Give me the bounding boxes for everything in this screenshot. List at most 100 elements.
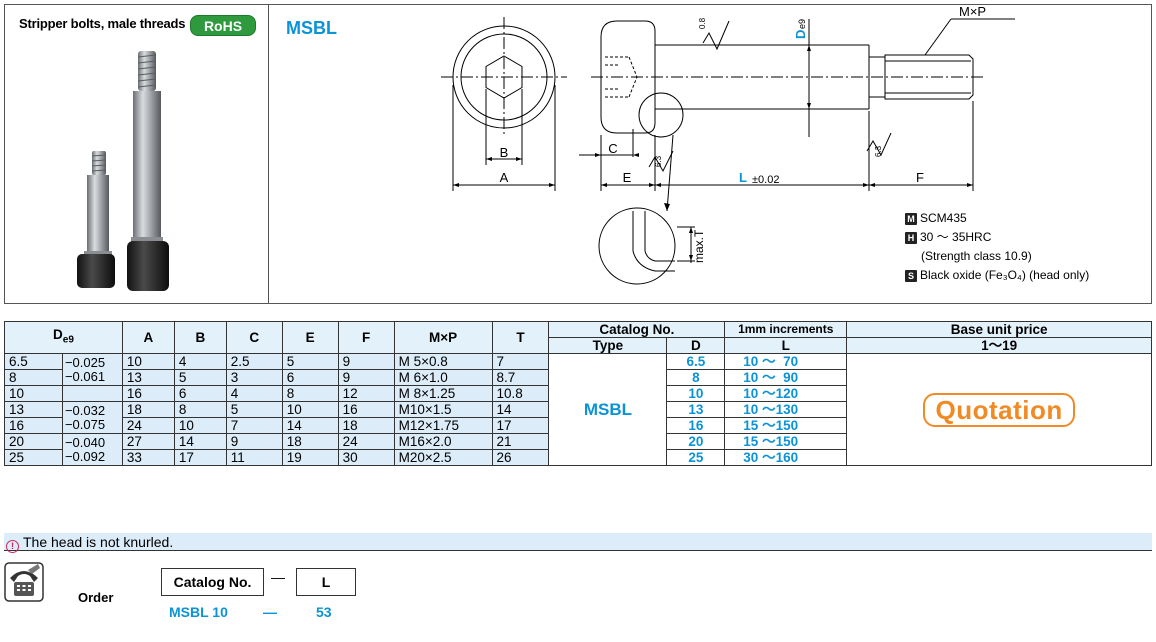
table-row: 13 −0.032−0.075 18 8 5 10 16 M10×1.5 14 … (4, 401, 1152, 434)
cell-d: 25 (4, 449, 63, 466)
dim-label-c: C (608, 141, 617, 156)
cell-mxp: M12×1.75 (393, 417, 493, 434)
cell-d-code: 8 (666, 369, 726, 386)
cell-e: 8 (281, 385, 339, 402)
header-mxp: M×P (393, 321, 493, 354)
material-specs: M SCM435 H 30 ～ 35HRC (Strength class 10… (905, 209, 1089, 285)
cell-b: 5 (173, 369, 227, 386)
cell-d: 8 (4, 369, 63, 386)
cell-t: 14 (491, 401, 550, 418)
cell-d: 13 (4, 401, 63, 418)
cell-price: Quotation (846, 353, 1152, 466)
order-example-catalog: MSBL 10 (169, 604, 228, 620)
cell-c: 3 (225, 369, 283, 386)
header-t: T (491, 321, 550, 354)
material-icon: M (905, 212, 917, 225)
cell-b: 10 (173, 417, 227, 434)
caution-icon: ! (6, 540, 19, 553)
model-code: MSBL (286, 18, 337, 38)
cell-mxp: M16×2.0 (393, 433, 493, 450)
cell-l-range: 15 ～150 (724, 417, 848, 434)
cell-b: 17 (173, 449, 227, 466)
cell-mxp: M 6×1.0 (393, 369, 493, 386)
spec-hardness: H 30 ～ 35HRC (905, 228, 1089, 247)
cell-d: 6.5 (4, 353, 63, 370)
header-catalog-no: Catalog No. (548, 321, 726, 338)
order-catalog-box: Catalog No. (161, 568, 264, 596)
header-d: De9 (4, 321, 123, 354)
product-photo (77, 51, 169, 291)
header-d-sub: D (666, 337, 726, 354)
cell-a: 18 (121, 401, 175, 418)
dim-label-maxt: max.T (692, 229, 706, 263)
header-a: A (121, 321, 175, 354)
cell-a: 33 (121, 449, 175, 466)
cell-d-code: 13 (666, 401, 726, 418)
header-type: Type (548, 337, 668, 354)
cell-c: 11 (225, 449, 283, 466)
cell-t: 7 (491, 353, 550, 370)
cell-e: 5 (281, 353, 339, 370)
header-price: Base unit price (846, 321, 1152, 338)
spec-hardness-text: 30 ～ 35HRC (920, 230, 992, 244)
cell-b: 4 (173, 353, 227, 370)
spec-strength: (Strength class 10.9) (921, 249, 1032, 263)
note-text: The head is not knurled. (23, 534, 174, 550)
phone-order-icon (4, 562, 44, 602)
header-qty: 1～19 (846, 337, 1152, 354)
cell-a: 10 (121, 353, 175, 370)
cell-e: 18 (281, 433, 339, 450)
table-row: 6.5 −0.025−0.061 10 4 2.5 5 9 M 5×0.8 7 … (4, 353, 1152, 466)
product-header-frame: Stripper bolts, male threads RoHS (4, 4, 1152, 304)
cell-c: 4 (225, 385, 283, 402)
cell-f: 18 (337, 417, 395, 434)
dim-label-e: E (623, 170, 632, 185)
cell-t: 10.8 (491, 385, 550, 402)
cell-mxp: M 5×0.8 (393, 353, 493, 370)
cell-d: 10 (4, 385, 63, 402)
dim-label-d-sub: e9 (797, 19, 807, 29)
spec-surface: S Black oxide (Fe₃O₄) (head only) (905, 266, 1089, 285)
cell-a: 16 (121, 385, 175, 402)
spec-surface-text: Black oxide (Fe₃O₄) (head only) (920, 268, 1090, 282)
cell-tolerance-empty (61, 385, 123, 402)
cell-f: 12 (337, 385, 395, 402)
dim-label-b: B (500, 145, 509, 160)
cell-t: 21 (491, 433, 550, 450)
cell-f: 9 (337, 353, 395, 370)
hardness-icon: H (905, 231, 917, 244)
cell-f: 16 (337, 401, 395, 418)
cell-c: 7 (225, 417, 283, 434)
cell-t: 17 (491, 417, 550, 434)
header-e: E (281, 321, 339, 354)
quotation-label: Quotation (923, 392, 1075, 427)
header-increments: 1mm increments (724, 321, 848, 338)
cell-e: 14 (281, 417, 339, 434)
cell-f: 30 (337, 449, 395, 466)
cell-c: 2.5 (225, 353, 283, 370)
dim-label-l-tol: ±0.02 (752, 174, 779, 186)
order-example-l: 53 (316, 604, 332, 620)
dim-label-a: A (500, 170, 509, 185)
spec-table: De9 A B C E F M×P T Catalog No. 1mm incr… (4, 321, 1152, 466)
dim-label-d: D (793, 30, 808, 39)
table-row: 25 33 17 11 19 30 M20×2.5 26 25 30 ～160 (4, 449, 1152, 466)
cell-tolerance: −0.032−0.075 (61, 401, 123, 434)
roughness-label-63-a: 6.3 (654, 155, 663, 167)
note-row: ! The head is not knurled. (4, 533, 1152, 553)
product-photo-panel: Stripper bolts, male threads RoHS (5, 5, 269, 303)
cell-a: 13 (121, 369, 175, 386)
table-row: 16 24 10 7 14 18 M12×1.75 17 16 15 ～150 (4, 417, 1152, 434)
cell-b: 6 (173, 385, 227, 402)
category-title: Stripper bolts, male threads (19, 16, 186, 31)
cell-type: MSBL (548, 353, 668, 466)
dim-label-mxp: M×P (959, 5, 986, 19)
cell-e: 19 (281, 449, 339, 466)
header-b: B (173, 321, 227, 354)
roughness-label-63-b: 6.3 (874, 145, 883, 157)
cell-t: 26 (491, 449, 550, 466)
cell-tolerance: −0.025−0.061 (61, 353, 123, 386)
cell-c: 9 (225, 433, 283, 450)
cell-mxp: M10×1.5 (393, 401, 493, 418)
cell-d-code: 25 (666, 449, 726, 466)
